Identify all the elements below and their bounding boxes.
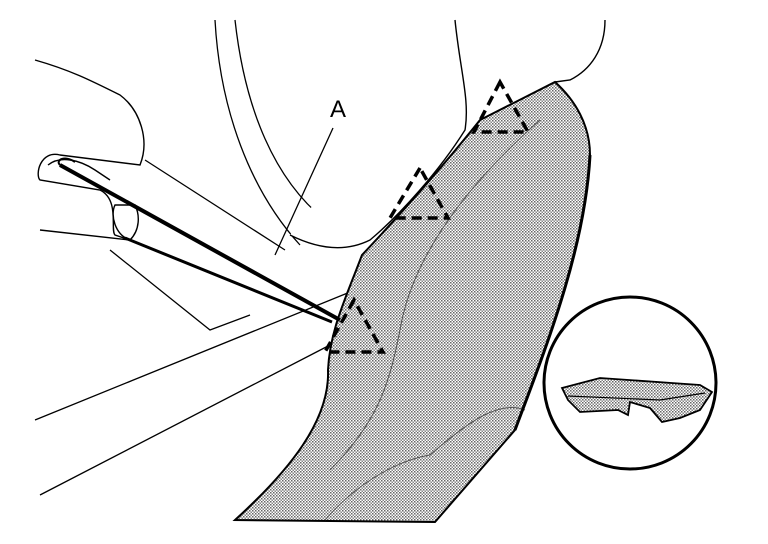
hand-left: [34, 59, 145, 241]
clip-triangles: [322, 78, 531, 354]
trim-panel: [232, 80, 592, 524]
hand-right: [289, 19, 606, 249]
clip-triangle-icon: [322, 296, 386, 354]
clip-detail-inset: [542, 295, 718, 471]
trim-tool: [57, 157, 341, 324]
callout-a-label: A: [330, 96, 347, 123]
clip-triangle-icon: [471, 78, 531, 134]
callout-a-leader: [274, 127, 334, 256]
clip-triangle-icon: [386, 164, 451, 220]
background-lines: [34, 19, 356, 496]
